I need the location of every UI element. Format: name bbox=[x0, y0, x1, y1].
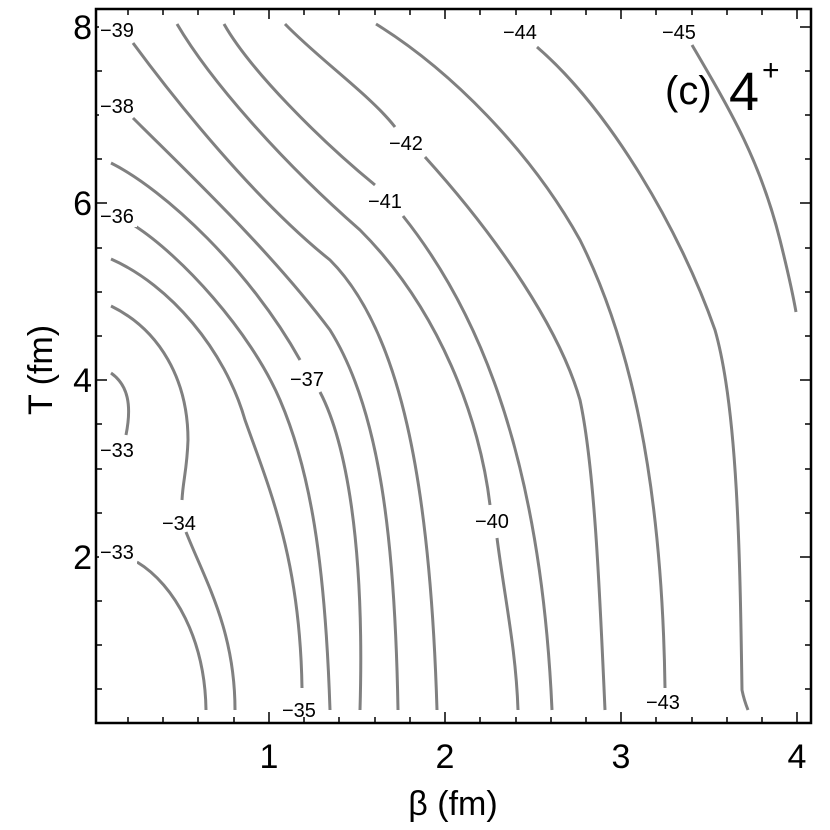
contour-label: −37 bbox=[290, 369, 324, 391]
contour-label: −39 bbox=[100, 20, 134, 42]
x-tick-labels: 1 2 3 4 bbox=[260, 738, 807, 776]
contour-line bbox=[110, 304, 190, 501]
contour-label: −34 bbox=[162, 513, 196, 535]
contour-label: −43 bbox=[646, 692, 680, 714]
contour-label: −41 bbox=[368, 191, 402, 213]
state-superscript: + bbox=[762, 54, 780, 87]
y-axis-label: T (fm) bbox=[22, 325, 60, 415]
plot-frame bbox=[94, 7, 813, 725]
contour-label: −38 bbox=[100, 96, 134, 118]
contour-label: −35 bbox=[282, 700, 316, 722]
contour-label: −42 bbox=[389, 133, 423, 155]
contour-line bbox=[110, 257, 304, 689]
x-tick-label: 1 bbox=[260, 738, 279, 776]
y-tick-label: 2 bbox=[73, 539, 92, 577]
y-tick-label: 6 bbox=[73, 185, 92, 223]
contour-line bbox=[175, 23, 492, 506]
contour-line bbox=[423, 155, 607, 711]
contour-line bbox=[222, 23, 376, 187]
contour-label: −36 bbox=[100, 206, 134, 228]
contour-line bbox=[134, 224, 332, 711]
contour-lines bbox=[110, 22, 798, 711]
contour-line bbox=[131, 116, 400, 711]
y-axis-ticks bbox=[96, 26, 811, 690]
x-tick-label: 2 bbox=[436, 738, 455, 776]
contour-label: −33 bbox=[100, 440, 134, 462]
x-axis-label: β (fm) bbox=[408, 785, 497, 823]
contour-label: −40 bbox=[475, 511, 509, 533]
contour-line bbox=[375, 22, 667, 689]
panel-label: (c) bbox=[665, 69, 712, 113]
contour-line bbox=[136, 560, 208, 711]
x-tick-label: 3 bbox=[612, 738, 631, 776]
contour-line bbox=[495, 537, 520, 711]
contour-label: −33 bbox=[100, 542, 134, 564]
state-label: 4 bbox=[729, 62, 759, 122]
contour-line bbox=[184, 531, 237, 711]
contour-line bbox=[110, 371, 131, 436]
contour-line bbox=[283, 22, 397, 128]
contour-line bbox=[536, 45, 750, 711]
contour-line bbox=[110, 161, 302, 361]
contour-line bbox=[401, 215, 554, 711]
contour-line bbox=[131, 42, 439, 711]
x-tick-label: 4 bbox=[788, 738, 807, 776]
contour-line bbox=[318, 391, 363, 711]
y-tick-labels: 2 4 6 8 bbox=[73, 9, 92, 577]
contour-label: −44 bbox=[503, 22, 537, 44]
contour-label: −45 bbox=[662, 22, 696, 44]
y-tick-label: 8 bbox=[73, 9, 92, 47]
contour-line bbox=[690, 44, 798, 313]
y-tick-label: 4 bbox=[73, 362, 92, 400]
x-axis-ticks bbox=[127, 9, 798, 723]
contour-labels: −39 −38 −36 −33 −33 −34 −35 −37 −40 −41 … bbox=[99, 17, 696, 722]
